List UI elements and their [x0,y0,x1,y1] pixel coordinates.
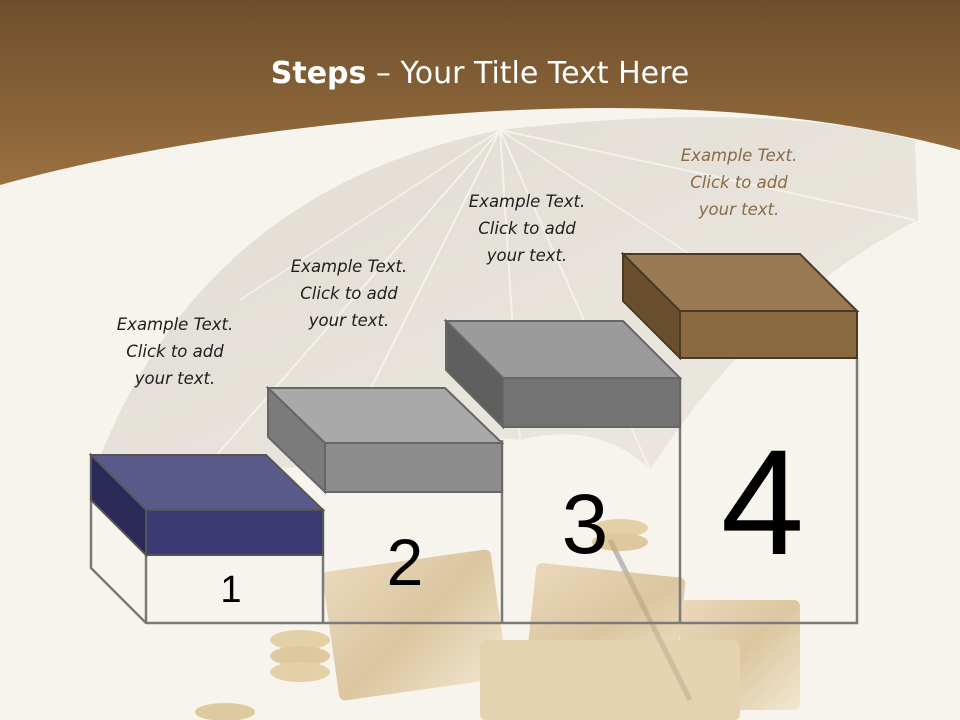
step-3-caption-line1: Example Text. [468,192,586,211]
step-3-block[interactable] [443,318,683,430]
title-rest-text: – Your Title Text Here [366,56,690,91]
header-band [0,0,960,185]
title-bold-text: Steps [270,56,367,91]
step-4-caption[interactable]: Example Text. Click to add your text. [659,142,819,223]
step-1-block[interactable] [88,452,326,558]
step-3-caption[interactable]: Example Text. Click to add your text. [447,188,607,269]
step-2-block[interactable] [265,385,505,495]
step-4-block[interactable] [620,251,860,361]
step-3-number: 3 [561,477,609,571]
step-1-caption-line3: your text. [134,369,216,388]
slide-title[interactable]: Steps – Your Title Text Here [0,52,960,96]
step-4-caption-line3: your text. [698,200,780,219]
step-2-caption-line3: your text. [308,311,390,330]
step-4-caption-line2: Click to add [690,173,788,192]
step-1-caption-line2: Click to add [126,342,224,361]
step-1-caption[interactable]: Example Text. Click to add your text. [95,311,255,392]
step-1-number: 1 [220,569,242,611]
step-2-number: 2 [386,525,424,599]
gold-image [195,519,800,720]
step-1-caption-line1: Example Text. [116,315,234,334]
step-3-caption-line2: Click to add [478,219,576,238]
step-2-caption[interactable]: Example Text. Click to add your text. [269,253,429,334]
step-4-caption-line1: Example Text. [680,146,798,165]
step-4-number: 4 [720,418,805,586]
step-2-caption-line1: Example Text. [290,257,408,276]
step-2-caption-line2: Click to add [300,284,398,303]
step-3-caption-line3: your text. [486,246,568,265]
